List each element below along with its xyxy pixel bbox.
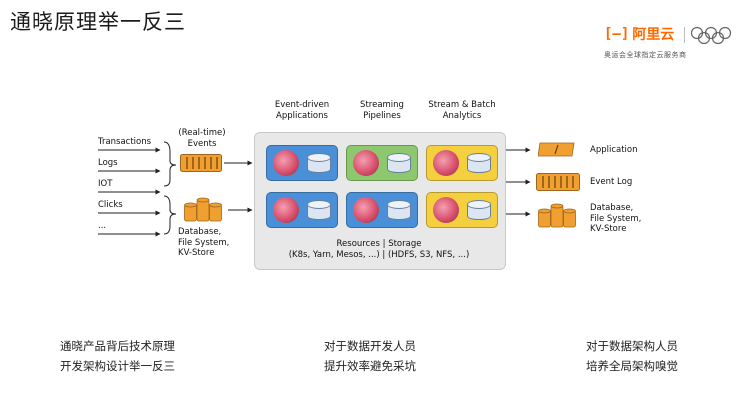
column-label-streaming: Streaming Pipelines (360, 100, 404, 121)
app-box-analytics (426, 145, 498, 181)
state-db-icon (307, 200, 331, 220)
column-label-event-driven: Event-driven Applications (274, 100, 330, 121)
input-label: Clicks (98, 200, 123, 210)
state-db-icon (467, 200, 491, 220)
output-database-icon (538, 203, 576, 228)
flink-squirrel-icon (353, 197, 379, 223)
app-box-streaming-2 (346, 192, 418, 228)
event-log-icon (536, 173, 580, 191)
bottom-right-text: 对于数据架构人员 培养全局架构嗅觉 (586, 336, 678, 376)
input-label: Logs (98, 158, 118, 168)
state-db-icon (387, 200, 411, 220)
input-brace (163, 141, 177, 187)
bottom-middle-text: 对于数据开发人员 提升效率避免采坑 (324, 336, 416, 376)
input-label: Transactions (98, 137, 152, 147)
resources-title: Resources | Storage (336, 239, 422, 249)
brand-divider (684, 27, 685, 43)
flink-squirrel-icon (273, 197, 299, 223)
flink-squirrel-icon (353, 150, 379, 176)
app-box-event-driven (266, 145, 338, 181)
state-db-icon (387, 153, 411, 173)
output-event-log-label: Event Log (590, 177, 633, 187)
state-db-icon (467, 153, 491, 173)
input-label: IOT (98, 179, 113, 189)
input-label: ... (98, 221, 107, 231)
resources-detail: (K8s, Yarn, Mesos, ...) | (HDFS, S3, NFS… (288, 250, 470, 261)
brand-block: [–] 阿里云 奥运会全球指定云服务商 (604, 24, 734, 64)
bottom-left-text: 通晓产品背后技术原理 开发架构设计举一反三 (60, 336, 175, 376)
app-box-event-driven-2 (266, 192, 338, 228)
bottom-middle-line: 提升效率避免采坑 (324, 359, 416, 374)
flink-squirrel-icon (273, 150, 299, 176)
events-label: (Real-time) Events (178, 128, 226, 149)
column-label-analytics: Stream & Batch Analytics (428, 100, 496, 121)
olympic-rings-icon (690, 26, 732, 45)
bottom-left-line: 开发架构设计举一反三 (60, 359, 175, 374)
aliyun-logo: [–] 阿里云 (604, 24, 674, 44)
bottom-right-line: 对于数据架构人员 (586, 339, 678, 353)
app-box-analytics-2 (426, 192, 498, 228)
database-stack-icon (184, 197, 222, 222)
bottom-middle-line: 对于数据开发人员 (324, 339, 416, 353)
input-brace (163, 195, 177, 235)
slide-title: 通晓原理举一反三 (10, 10, 186, 34)
aliyun-mark-icon: [–] (604, 26, 630, 42)
bottom-right-line: 培养全局架构嗅觉 (586, 359, 678, 374)
flink-squirrel-icon (433, 150, 459, 176)
database-label: Database, File System, KV-Store (178, 227, 230, 259)
output-database-label: Database, File System, KV-Store (590, 203, 642, 235)
event-queue-icon (180, 154, 222, 172)
bottom-left-line: 通晓产品背后技术原理 (60, 339, 175, 353)
state-db-icon (307, 153, 331, 173)
resources-text: Resources | Storage (K8s, Yarn, Mesos, .… (254, 239, 504, 262)
output-application-label: Application (590, 145, 638, 155)
flink-squirrel-icon (433, 197, 459, 223)
app-box-streaming (346, 145, 418, 181)
brand-tagline: 奥运会全球指定云服务商 (604, 51, 687, 59)
application-icon (538, 142, 575, 157)
brand-name: 阿里云 (632, 27, 675, 43)
